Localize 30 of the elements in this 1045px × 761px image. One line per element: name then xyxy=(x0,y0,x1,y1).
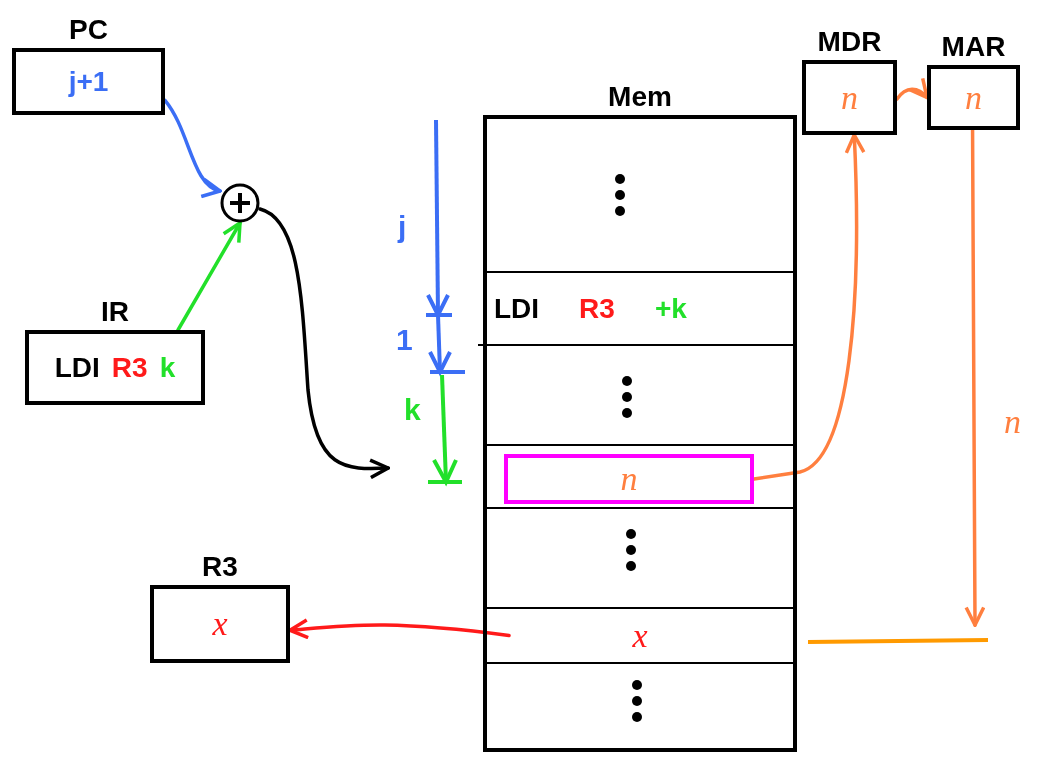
cell-value: R3 xyxy=(579,295,615,323)
arrow xyxy=(964,128,986,627)
cell-value: x xyxy=(632,618,648,653)
arrow xyxy=(258,207,390,480)
cell-value: j+1 xyxy=(68,67,109,96)
register-name: PC xyxy=(69,16,108,44)
cell-value: k xyxy=(159,353,176,382)
cell-value: LDI xyxy=(54,353,100,382)
cell-value: n xyxy=(965,80,982,115)
offset-label: 1 xyxy=(396,325,413,355)
memory-row xyxy=(487,607,793,664)
register-name: R3 xyxy=(202,553,238,581)
offset-label: j xyxy=(398,212,407,242)
arrow xyxy=(752,133,866,481)
cell-value: x xyxy=(212,607,228,641)
cell-value: R3 xyxy=(111,353,148,382)
register-name: MAR xyxy=(941,33,1006,61)
register-name: IR xyxy=(101,298,129,326)
highlighted-cell xyxy=(504,454,754,504)
cell-value: n xyxy=(841,80,858,115)
arrow xyxy=(163,98,222,196)
cell-value: LDI xyxy=(494,295,540,323)
adder-circle xyxy=(220,183,260,223)
register-name: MDR xyxy=(817,28,882,56)
offset-label: k xyxy=(404,395,421,425)
arrow xyxy=(176,221,242,332)
register-name: Mem xyxy=(608,83,672,111)
cell-value: n xyxy=(620,462,638,496)
arrow xyxy=(288,618,511,640)
cell-value: +k xyxy=(654,295,687,323)
